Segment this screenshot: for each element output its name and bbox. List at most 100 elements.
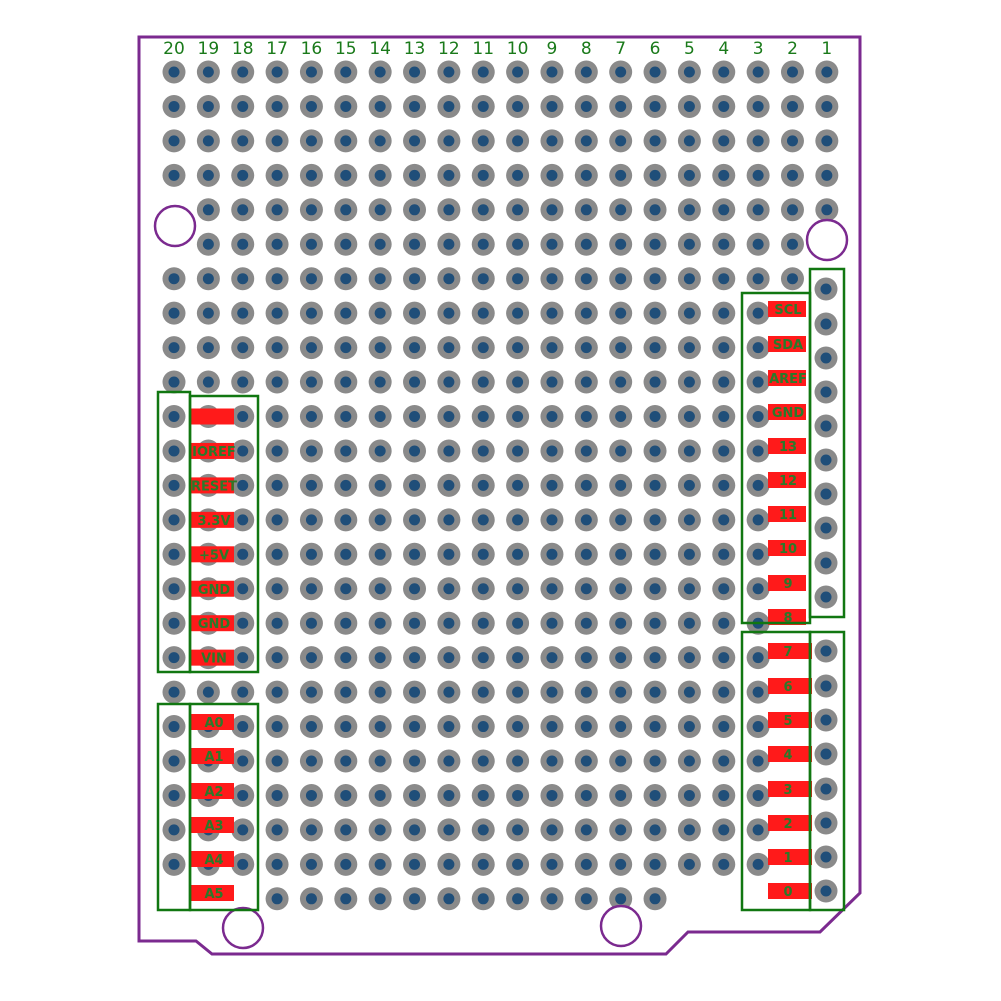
pad — [746, 163, 770, 187]
pad — [334, 94, 358, 118]
pad — [609, 267, 633, 291]
pad — [299, 715, 323, 739]
pin-labels: IOREFRESET3.3V+5VGNDGNDVINA0A1A2A3A4A5SC… — [191, 303, 807, 902]
pad — [677, 783, 701, 807]
pad — [506, 818, 530, 842]
pad — [196, 163, 220, 187]
header-pad — [814, 448, 838, 472]
column-number: 9 — [547, 39, 558, 59]
header-pad — [814, 845, 838, 869]
column-number: 15 — [335, 39, 357, 59]
pad — [196, 94, 220, 118]
pad — [506, 232, 530, 256]
pad — [299, 611, 323, 635]
pad — [471, 508, 495, 532]
header-pad — [814, 380, 838, 404]
pad — [746, 439, 770, 463]
pad — [609, 129, 633, 153]
pad — [265, 439, 289, 463]
pad — [368, 370, 392, 394]
pin-label: A4 — [204, 853, 223, 868]
pad — [368, 887, 392, 911]
pad — [403, 370, 427, 394]
pad — [299, 680, 323, 704]
pad — [162, 852, 186, 876]
pad — [231, 301, 255, 325]
pad — [196, 301, 220, 325]
pad — [299, 542, 323, 566]
pad — [471, 818, 495, 842]
pad — [506, 129, 530, 153]
pad — [437, 60, 461, 84]
pad — [712, 60, 736, 84]
pad — [334, 267, 358, 291]
pad — [299, 336, 323, 360]
pad — [540, 577, 564, 601]
pad — [643, 887, 667, 911]
pad — [334, 405, 358, 428]
pad — [712, 267, 736, 291]
trace — [768, 301, 806, 317]
pad — [162, 783, 186, 807]
pad — [471, 267, 495, 291]
pad — [403, 163, 427, 187]
pad — [334, 646, 358, 670]
header-outlines — [156, 267, 846, 912]
pad — [334, 577, 358, 601]
pad — [506, 94, 530, 118]
pad — [162, 473, 186, 497]
trace — [768, 781, 812, 797]
trace — [190, 546, 234, 563]
pad — [540, 508, 564, 532]
pin-label: A1 — [204, 750, 223, 765]
pad — [746, 577, 770, 601]
trace — [190, 748, 234, 764]
pad — [368, 680, 392, 704]
pad — [403, 129, 427, 153]
pad — [368, 473, 392, 497]
pad — [403, 232, 427, 256]
pad — [574, 852, 598, 876]
trace — [768, 746, 812, 762]
header-pad — [814, 674, 838, 698]
pad — [231, 542, 255, 566]
pad — [574, 473, 598, 497]
pad — [471, 60, 495, 84]
pad — [609, 715, 633, 739]
pad — [643, 852, 667, 876]
pad — [265, 852, 289, 876]
pad — [540, 542, 564, 566]
pad — [334, 439, 358, 463]
pad — [231, 370, 255, 394]
pad — [265, 887, 289, 911]
pad — [162, 129, 186, 153]
trace — [190, 477, 234, 494]
pad — [540, 232, 564, 256]
pad — [643, 542, 667, 566]
pin-label: 1 — [783, 851, 792, 866]
trace — [768, 712, 812, 728]
pad — [437, 370, 461, 394]
pad — [196, 129, 220, 153]
pad — [162, 405, 186, 428]
pad — [712, 336, 736, 360]
pad — [403, 267, 427, 291]
pad — [506, 542, 530, 566]
pad — [162, 611, 186, 635]
pin-label: 3 — [783, 783, 792, 798]
pad — [437, 611, 461, 635]
pad — [437, 336, 461, 360]
pad — [403, 749, 427, 773]
pad — [506, 163, 530, 187]
mounting-hole — [599, 904, 643, 948]
pad — [574, 232, 598, 256]
pad — [403, 439, 427, 463]
header-pad — [814, 482, 838, 506]
trace — [190, 580, 234, 597]
pad — [231, 267, 255, 291]
pad — [196, 267, 220, 291]
pin-label: 6 — [783, 680, 792, 695]
column-number: 17 — [266, 39, 288, 59]
pad — [677, 370, 701, 394]
pad — [368, 267, 392, 291]
